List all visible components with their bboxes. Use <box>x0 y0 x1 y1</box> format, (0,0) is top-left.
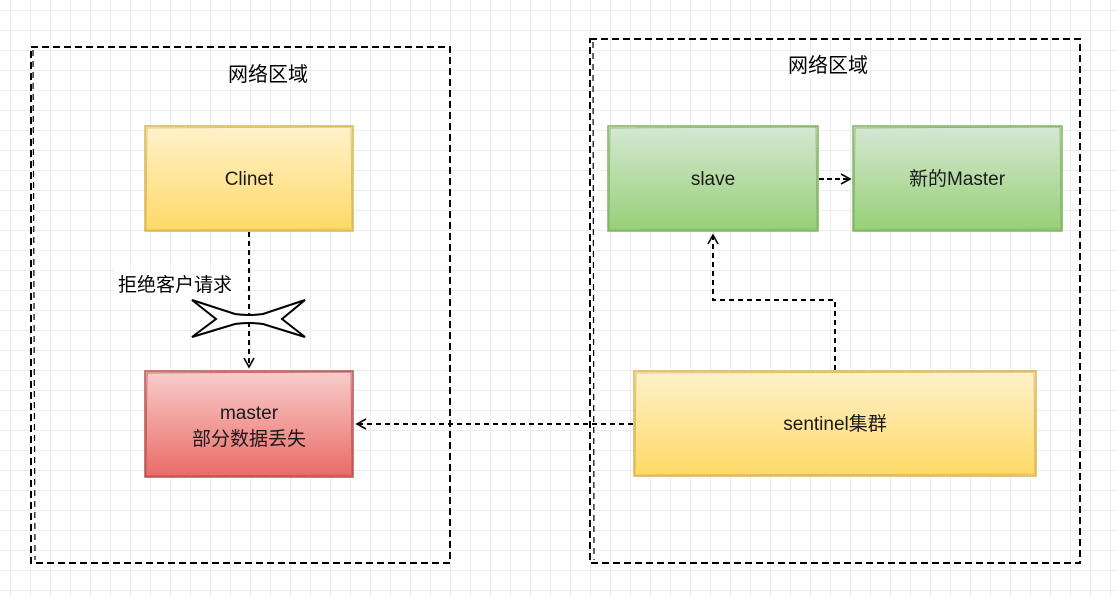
edge-label-reject-text: 拒绝客户请求 <box>118 274 232 296</box>
new-master-node-label: 新的Master <box>909 168 1006 190</box>
new-master-node[interactable]: 新的Master <box>852 125 1063 232</box>
master-node[interactable]: master 部分数据丢失 <box>144 370 354 478</box>
network-region-left: 网络区域 <box>30 46 451 564</box>
slave-node-label: slave <box>691 169 735 190</box>
network-region-right: 网络区域 <box>589 38 1081 564</box>
blocked-x-icon <box>191 299 306 338</box>
edge-sentinel-to-slave <box>707 233 836 370</box>
slave-node[interactable]: slave <box>607 125 819 232</box>
region-label-left: 网络区域 <box>228 63 308 86</box>
sentinel-cluster-node-label: sentinel集群 <box>783 413 887 435</box>
client-node-label: Clinet <box>225 169 274 190</box>
edge-label-reject-requests: 拒绝客户请求 <box>115 270 243 298</box>
master-node-label-line2: 部分数据丢失 <box>192 428 306 450</box>
client-node[interactable]: Clinet <box>144 125 354 232</box>
master-node-label-line1: master <box>220 403 279 424</box>
sentinel-cluster-node[interactable]: sentinel集群 <box>633 370 1037 477</box>
region-label-right: 网络区域 <box>788 54 868 77</box>
